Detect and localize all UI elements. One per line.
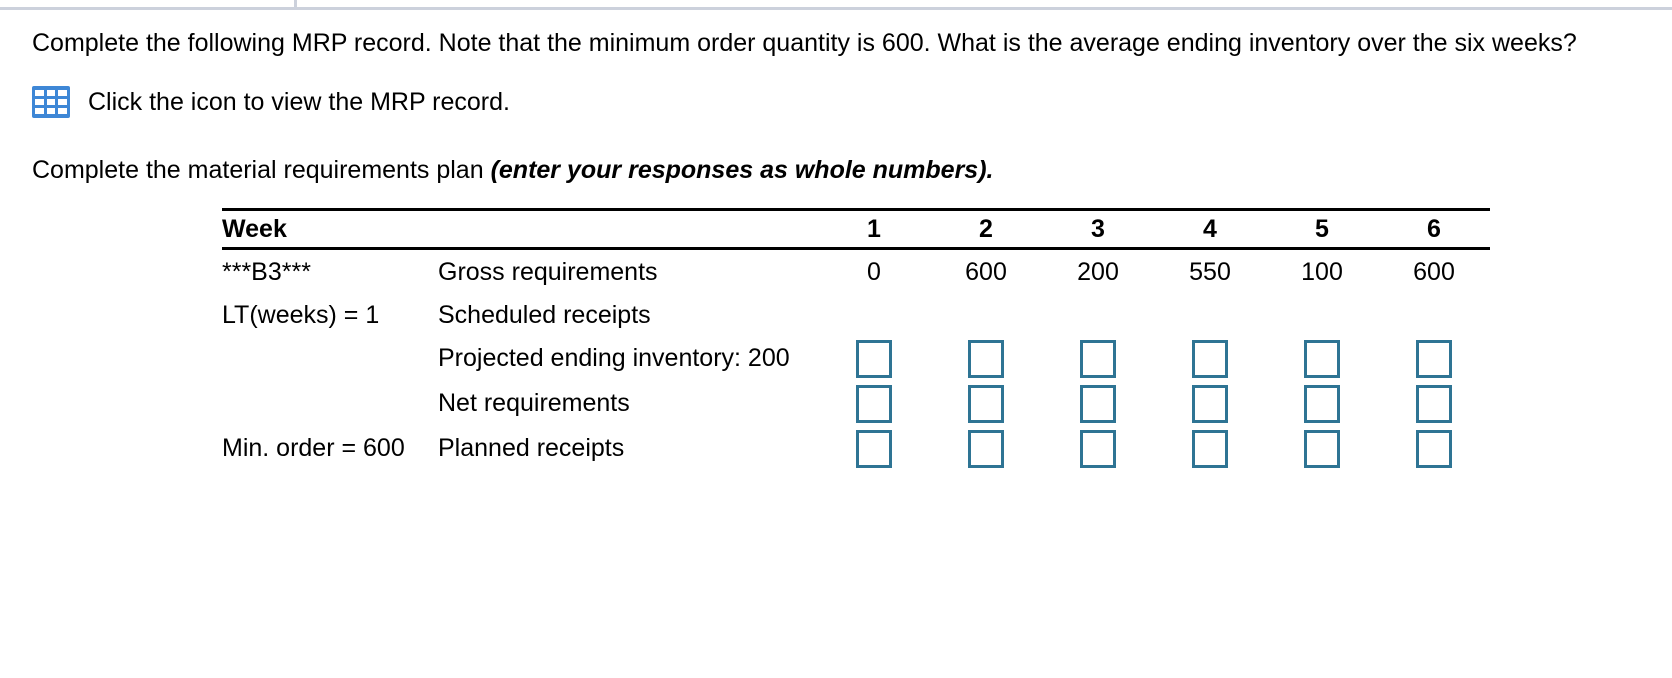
table-top-rule xyxy=(222,208,1490,211)
grid-table-icon[interactable] xyxy=(32,86,70,118)
grid-cell xyxy=(35,99,44,105)
planned-rec-cell-week-5 xyxy=(1266,429,1378,468)
header-week-1: 1 xyxy=(867,214,881,243)
row-name-net-requirements: Net requirements xyxy=(438,389,630,417)
planned-rec-input-week-4[interactable] xyxy=(1192,429,1228,468)
gross-req-week-3: 200 xyxy=(1077,257,1119,286)
net-req-input-week-6[interactable] xyxy=(1416,384,1452,423)
header-week-4: 4 xyxy=(1203,214,1217,243)
pei-input-week-5[interactable] xyxy=(1304,339,1340,378)
instruction-text: Complete the material requirements plan … xyxy=(32,155,993,185)
gross-req-week-4: 550 xyxy=(1189,257,1231,286)
table-header-row: Week 1 2 3 4 5 6 xyxy=(222,211,1490,247)
mrp-table: Week 1 2 3 4 5 6 ***B3*** Gross requirem… xyxy=(222,208,1490,471)
grid-cell xyxy=(58,90,67,96)
header-week-5: 5 xyxy=(1315,214,1329,243)
row-left-label-lt: LT(weeks) = 1 xyxy=(222,300,380,329)
pei-cell-week-6 xyxy=(1378,339,1490,378)
header-week-3: 3 xyxy=(1091,214,1105,243)
row-name-planned-receipts: Planned receipts xyxy=(438,434,625,462)
planned-rec-input-week-1[interactable] xyxy=(856,429,892,468)
net-req-input-week-2[interactable] xyxy=(968,384,1004,423)
table-row-planned-receipts: Min. order = 600 Planned receipts xyxy=(222,426,1490,471)
top-divider-tick xyxy=(294,0,297,8)
net-req-cell-week-4 xyxy=(1154,384,1266,423)
table-header-rule xyxy=(222,247,1490,250)
grid-cell xyxy=(58,108,67,114)
pei-cell-week-2 xyxy=(930,339,1042,378)
pei-cell-week-4 xyxy=(1154,339,1266,378)
net-req-cell-week-2 xyxy=(930,384,1042,423)
pei-input-week-1[interactable] xyxy=(856,339,892,378)
pei-cell-week-1 xyxy=(818,339,930,378)
net-req-cell-week-3 xyxy=(1042,384,1154,423)
instruction-italic: (enter your responses as whole numbers). xyxy=(490,156,994,184)
net-req-input-week-3[interactable] xyxy=(1080,384,1116,423)
header-week-2: 2 xyxy=(979,214,993,243)
pei-input-week-2[interactable] xyxy=(968,339,1004,378)
gross-req-week-5: 100 xyxy=(1301,257,1343,286)
row-name-gross-requirements: Gross requirements xyxy=(438,257,658,286)
grid-cell xyxy=(46,108,56,114)
view-record-line: Click the icon to view the MRP record. xyxy=(32,86,510,118)
pei-input-week-6[interactable] xyxy=(1416,339,1452,378)
grid-cell xyxy=(35,108,44,114)
table-row-scheduled-receipts: LT(weeks) = 1 Scheduled receipts xyxy=(222,294,1490,336)
icon-caption: Click the icon to view the MRP record. xyxy=(88,88,510,116)
table-row-net-requirements: Net requirements xyxy=(222,381,1490,426)
table-row-gross-requirements: ***B3*** Gross requirements 0 600 200 55… xyxy=(222,250,1490,294)
instruction-plain: Complete the material requirements plan xyxy=(32,156,491,184)
planned-rec-cell-week-6 xyxy=(1378,429,1490,468)
net-req-input-week-5[interactable] xyxy=(1304,384,1340,423)
top-divider-rule xyxy=(0,7,1672,10)
planned-rec-cell-week-1 xyxy=(818,429,930,468)
pei-cell-week-5 xyxy=(1266,339,1378,378)
pei-cell-week-3 xyxy=(1042,339,1154,378)
planned-rec-input-week-2[interactable] xyxy=(968,429,1004,468)
gross-req-week-1: 0 xyxy=(867,257,881,286)
header-week-6: 6 xyxy=(1427,214,1441,243)
pei-input-week-4[interactable] xyxy=(1192,339,1228,378)
gross-req-week-6: 600 xyxy=(1413,257,1455,286)
net-req-input-week-1[interactable] xyxy=(856,384,892,423)
grid-cell xyxy=(58,99,67,105)
gross-req-week-2: 600 xyxy=(965,257,1007,286)
question-text: Complete the following MRP record. Note … xyxy=(32,29,1577,57)
net-req-cell-week-6 xyxy=(1378,384,1490,423)
row-name-projected-ending-inventory: Projected ending inventory: 200 xyxy=(438,344,790,372)
net-req-cell-week-1 xyxy=(818,384,930,423)
grid-cell xyxy=(46,99,56,105)
row-left-label-b3: ***B3*** xyxy=(222,257,311,286)
grid-cell xyxy=(35,90,44,96)
planned-rec-input-week-5[interactable] xyxy=(1304,429,1340,468)
planned-rec-cell-week-4 xyxy=(1154,429,1266,468)
header-week-label: Week xyxy=(222,214,287,243)
planned-rec-cell-week-3 xyxy=(1042,429,1154,468)
row-left-label-min-order: Min. order = 600 xyxy=(222,434,405,462)
pei-input-week-3[interactable] xyxy=(1080,339,1116,378)
net-req-cell-week-5 xyxy=(1266,384,1378,423)
planned-rec-input-week-6[interactable] xyxy=(1416,429,1452,468)
planned-rec-cell-week-2 xyxy=(930,429,1042,468)
grid-cell xyxy=(46,90,56,96)
table-row-projected-ending-inventory: Projected ending inventory: 200 xyxy=(222,336,1490,381)
row-name-scheduled-receipts: Scheduled receipts xyxy=(438,300,651,329)
planned-rec-input-week-3[interactable] xyxy=(1080,429,1116,468)
net-req-input-week-4[interactable] xyxy=(1192,384,1228,423)
